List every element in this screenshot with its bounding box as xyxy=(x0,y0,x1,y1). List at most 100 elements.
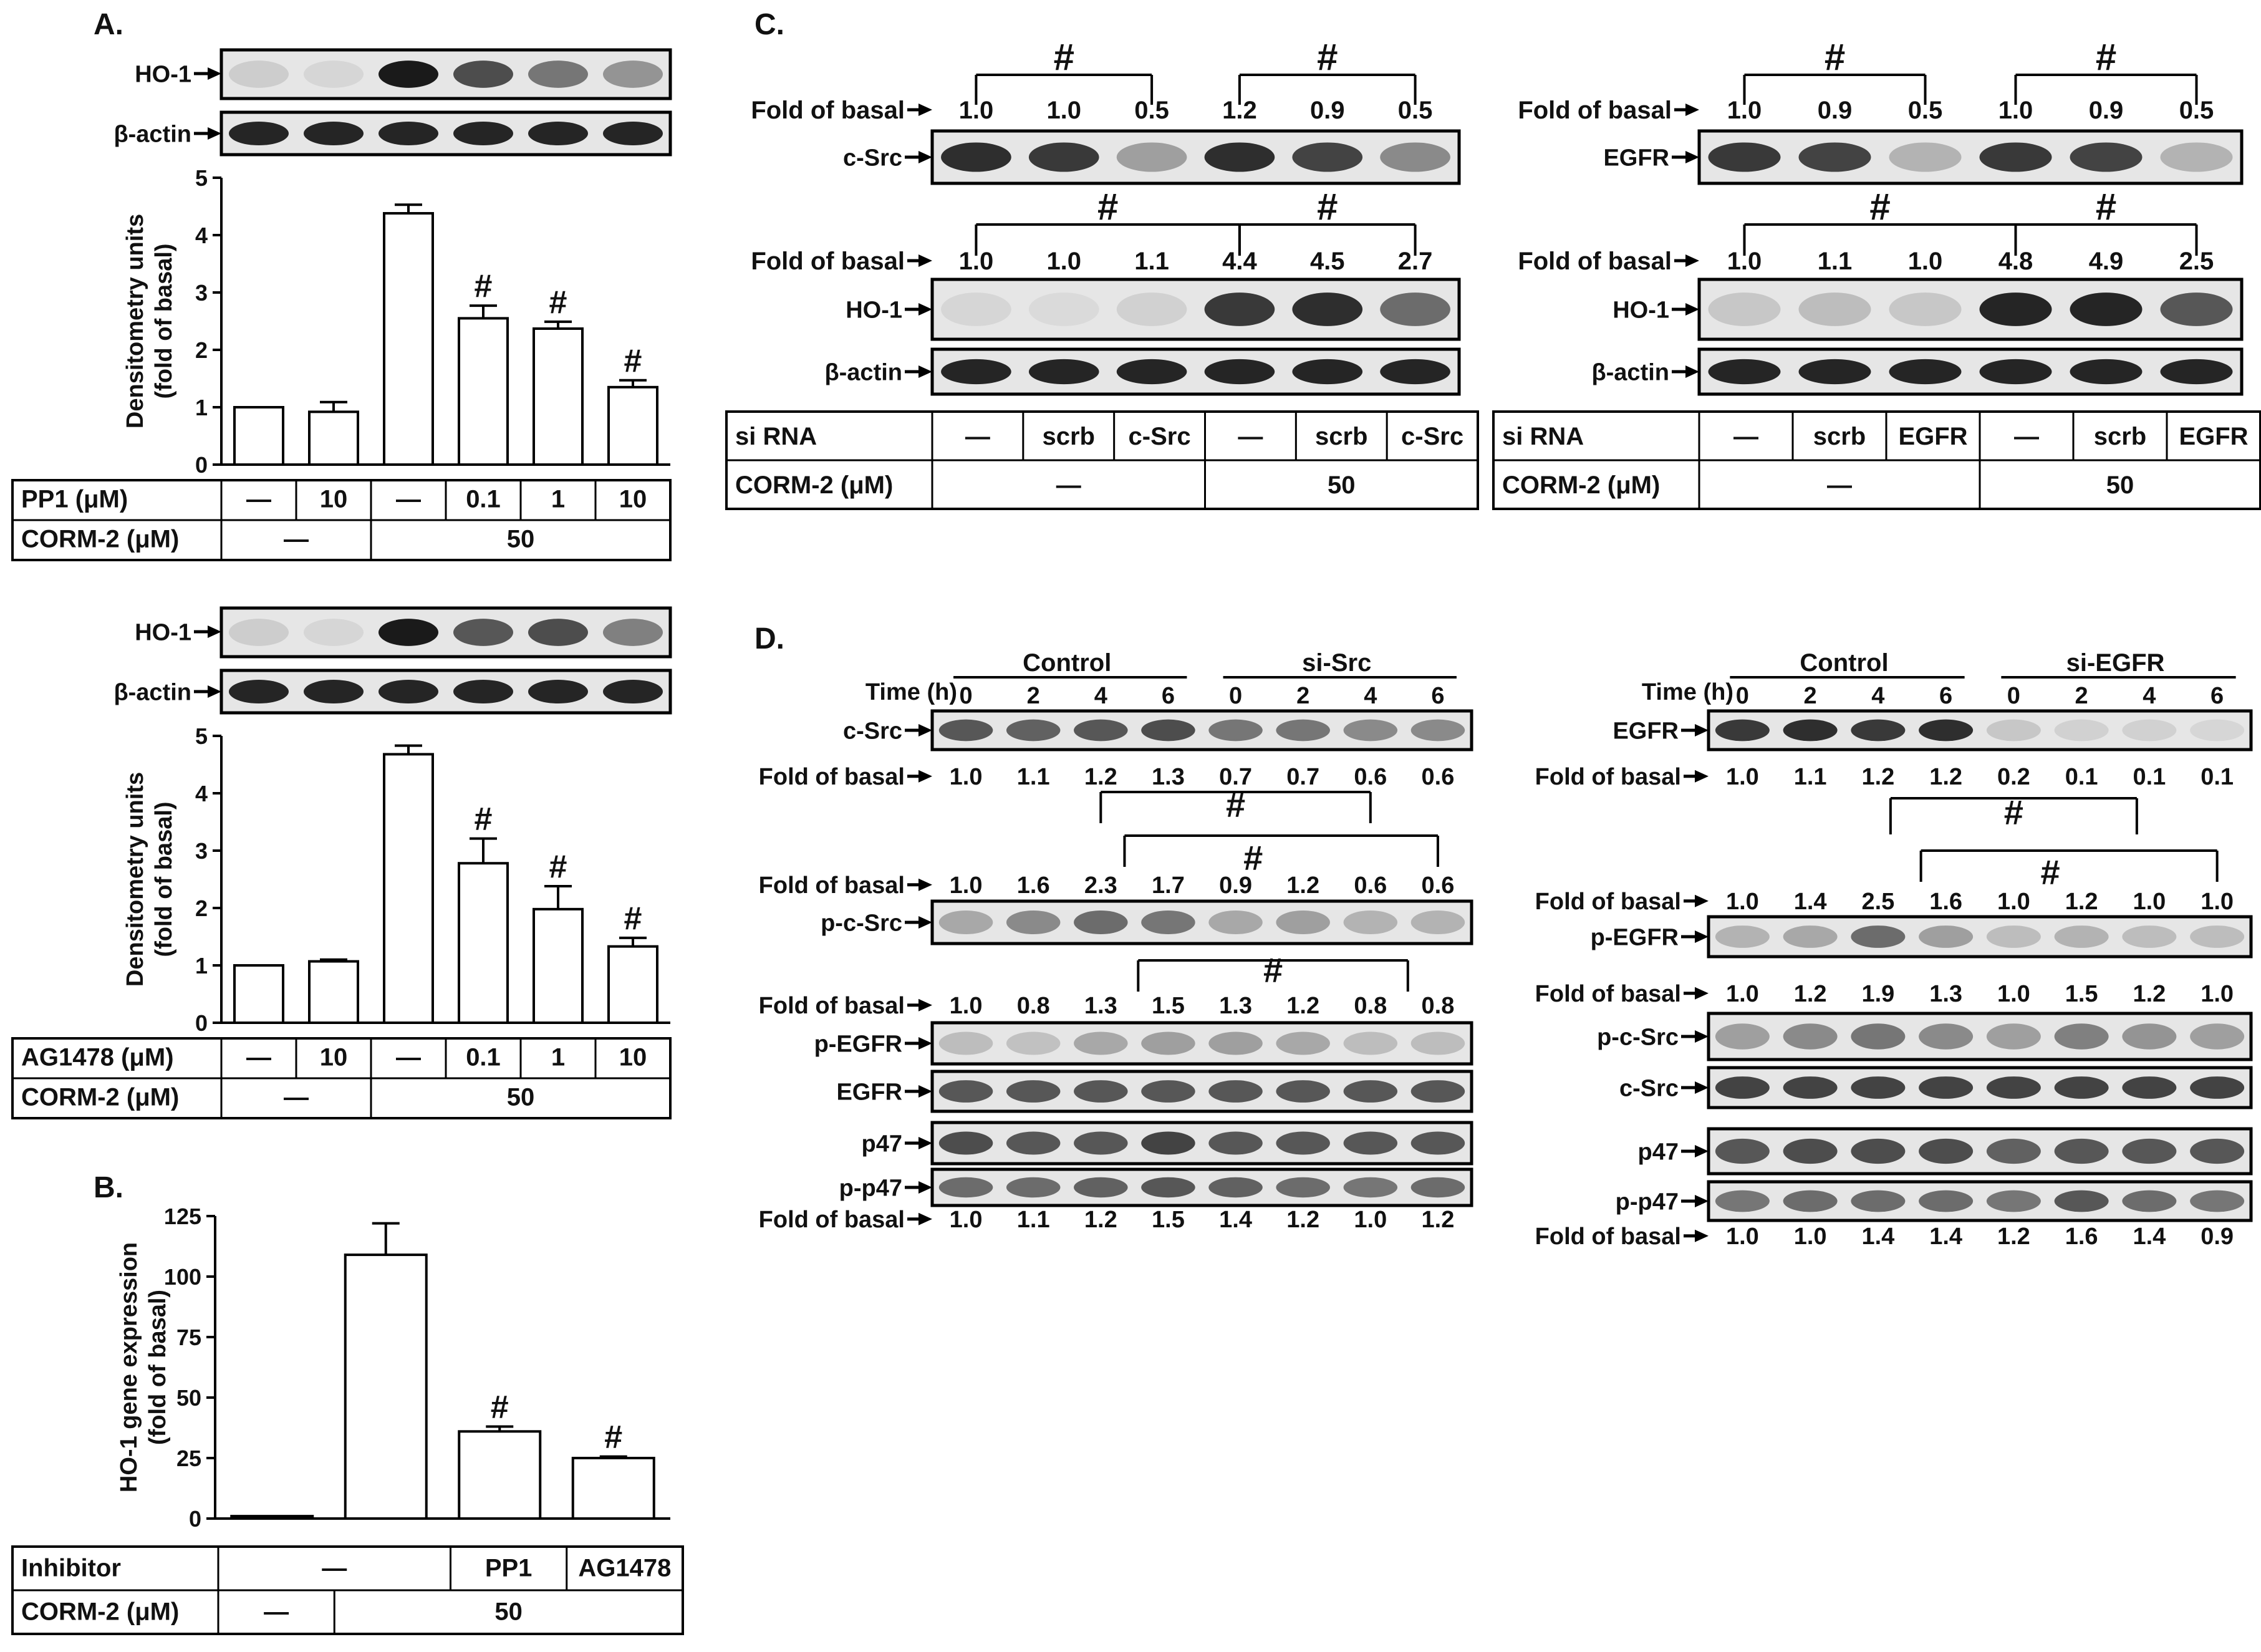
y-tick-label: 125 xyxy=(164,1204,201,1229)
bar xyxy=(607,385,658,466)
cell-value: — xyxy=(2014,423,2039,450)
fold-value: 1.0 xyxy=(959,248,994,275)
blot1-band xyxy=(1141,910,1195,935)
blot3-band xyxy=(1851,1076,1906,1099)
fold-arrow-head xyxy=(918,878,932,891)
blot3-band xyxy=(2122,1076,2177,1099)
target-band xyxy=(941,142,1011,172)
time-value: 6 xyxy=(1162,683,1175,709)
blot5-band xyxy=(1851,1190,1906,1212)
time-value: 0 xyxy=(959,683,972,709)
blot4-band xyxy=(1141,1131,1195,1155)
blot0-band xyxy=(1715,719,1770,741)
panel-letter-d: D. xyxy=(754,622,784,655)
significance-mark: # xyxy=(491,1389,509,1426)
actin-band xyxy=(528,121,588,146)
cell-value: — xyxy=(965,423,990,450)
blot5-blot xyxy=(930,1167,1473,1207)
actin-band xyxy=(603,121,663,146)
blot1-band xyxy=(1276,910,1330,935)
blot3-band xyxy=(2190,1076,2245,1099)
blot4-band xyxy=(1715,1138,1770,1164)
blot1-band xyxy=(1006,910,1061,935)
blot4-band xyxy=(1074,1131,1128,1155)
blot3-band xyxy=(938,1080,993,1103)
cell-value: scrb xyxy=(2094,423,2147,450)
y-axis-title: HO-1 gene expression(fold of basal) xyxy=(116,1242,171,1492)
blot3-band xyxy=(1919,1076,1974,1099)
fold-value: 1.2 xyxy=(1286,872,1319,899)
significance-mark: # xyxy=(549,849,567,885)
fold-label: Fold of basal xyxy=(1518,97,1672,124)
actin-band xyxy=(2070,359,2143,385)
time-label: Time (h) xyxy=(1642,679,1733,705)
blot-arrow-head xyxy=(918,916,932,929)
blot4-band xyxy=(1851,1138,1906,1164)
bar xyxy=(458,1430,542,1520)
significance-mark: # xyxy=(549,284,567,321)
blot-arrow-head xyxy=(918,303,932,316)
fold-arrow-head xyxy=(918,254,932,267)
blot0-band xyxy=(1783,719,1838,741)
blot0-band xyxy=(1208,719,1263,741)
blot-label: HO-1 xyxy=(135,619,191,645)
actin-blot xyxy=(219,110,672,157)
actin-band xyxy=(1380,359,1450,385)
panel-letter-b: B. xyxy=(94,1171,123,1204)
bar xyxy=(233,964,284,1024)
fold-label: Fold of basal xyxy=(1535,1224,1681,1250)
blot2-band xyxy=(2190,1023,2245,1050)
ho1-band xyxy=(1380,292,1450,326)
actin-band xyxy=(1979,359,2052,385)
target-blot xyxy=(930,129,1461,185)
panel-letter-a: A. xyxy=(94,8,123,41)
blot-arrow-head xyxy=(918,365,932,378)
cell-value: EGFR xyxy=(1898,423,1967,450)
actin-band xyxy=(304,679,364,704)
y-tick-label: 2 xyxy=(195,337,208,363)
bracket-sig: # xyxy=(2004,793,2023,832)
blot-arrow-head xyxy=(1695,930,1709,943)
blot3-band xyxy=(1410,1080,1465,1103)
blot2-blot xyxy=(930,1021,1473,1066)
ho1-band xyxy=(1292,292,1363,326)
actin-blot xyxy=(1697,347,2244,396)
blot-label: p-EGFR xyxy=(1591,924,1679,950)
fold-value: 1.2 xyxy=(1929,764,1962,790)
fold-value: 1.0 xyxy=(1727,248,1762,275)
blot-arrow-head xyxy=(208,67,221,80)
blot3-blot xyxy=(930,1070,1473,1113)
row-label: si RNA xyxy=(1502,423,1584,450)
ho1-band xyxy=(2070,292,2143,326)
ho1-band xyxy=(1708,292,1781,326)
blot5-band xyxy=(1783,1190,1838,1212)
blot0-band xyxy=(1074,719,1128,741)
blot3-band xyxy=(1986,1076,2041,1099)
y-axis-label-2: (fold of basal) xyxy=(145,1290,171,1445)
ho1-band xyxy=(1889,292,1962,326)
row-label: PP1 (μM) xyxy=(21,486,128,513)
blot1-band xyxy=(2054,925,2109,948)
target-band xyxy=(1798,142,1871,172)
ho1-band xyxy=(1116,292,1187,326)
blot-arrow-head xyxy=(918,1085,932,1098)
blot4-band xyxy=(1006,1131,1061,1155)
fold-value: 0.5 xyxy=(1908,97,1943,124)
fold-value: 1.1 xyxy=(1017,764,1050,790)
blot0-band xyxy=(1006,719,1061,741)
blot-arrow-head xyxy=(918,1037,932,1050)
significance-mark: # xyxy=(604,1419,622,1456)
cell-value: scrb xyxy=(1043,423,1096,450)
actin-band xyxy=(2160,359,2233,385)
fold-label: Fold of basal xyxy=(759,1207,905,1233)
blot5-band xyxy=(1986,1190,2041,1212)
fold-arrow-head xyxy=(918,1212,932,1225)
fold-label: Fold of basal xyxy=(1535,889,1681,915)
actin-frame xyxy=(219,669,672,715)
fold-value: 1.2 xyxy=(1422,1207,1455,1233)
fold-arrow-head xyxy=(1695,1229,1709,1242)
fold-value: 0.8 xyxy=(1422,993,1455,1019)
fold-label: Fold of basal xyxy=(751,97,905,124)
ho1-band xyxy=(1204,292,1275,326)
